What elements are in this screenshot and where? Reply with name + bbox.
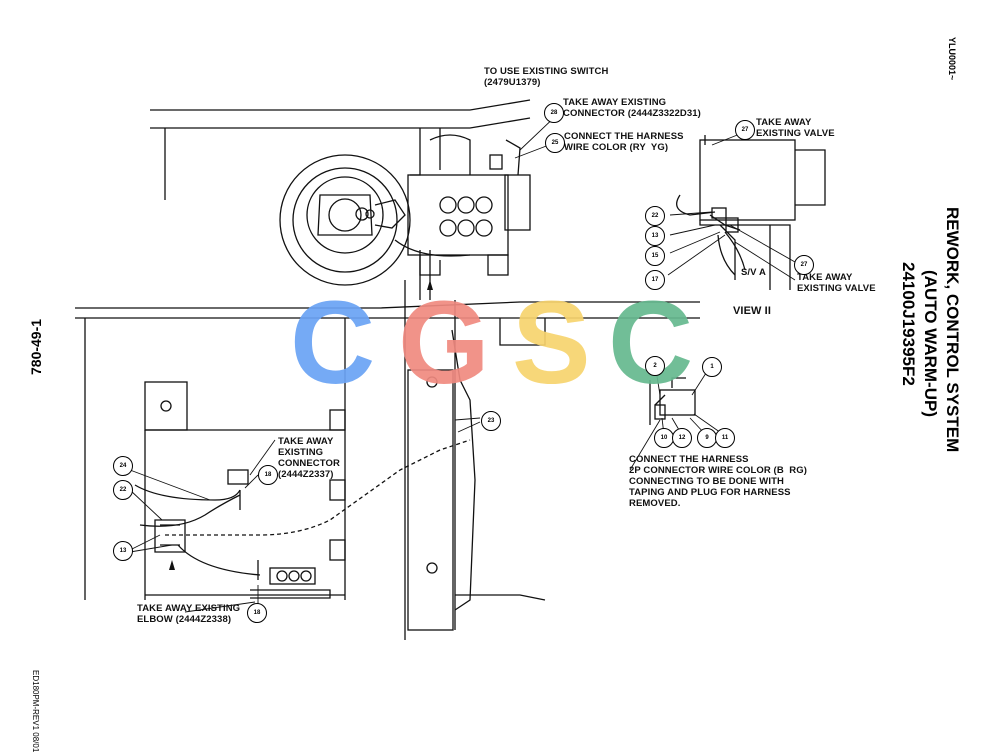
title-line-2: (AUTO WARM-UP) bbox=[921, 270, 940, 417]
callout-25-top: 25 bbox=[545, 133, 565, 153]
title-line-1: REWORK, CONTROL SYSTEM bbox=[943, 207, 962, 453]
callout-15: 15 bbox=[645, 246, 665, 266]
callout-27-bottom: 27 bbox=[794, 255, 814, 275]
callout-24: 24 bbox=[113, 456, 133, 476]
note-take-away-connector-top: TAKE AWAY EXISTING CONNECTOR (2444Z3322D… bbox=[563, 97, 701, 119]
hose-routing bbox=[134, 439, 471, 580]
callout-22-view: 22 bbox=[645, 206, 665, 226]
callout-2: 2 bbox=[645, 356, 665, 376]
callout-11: 11 bbox=[715, 428, 735, 448]
watermark-letter-s: S bbox=[512, 285, 591, 395]
flow-arrows bbox=[169, 280, 433, 570]
note-take-away-valve-top: TAKE AWAY EXISTING VALVE bbox=[756, 117, 835, 139]
note-sv-a: S/V A bbox=[741, 267, 766, 278]
note-connect-harness-top: CONNECT THE HARNESS WIRE COLOR (RY YG) bbox=[564, 131, 684, 153]
callout-27-top: 27 bbox=[735, 120, 755, 140]
callout-13-lower: 13 bbox=[113, 541, 133, 561]
callout-23: 23 bbox=[481, 411, 501, 431]
view-label: VIEW II bbox=[733, 305, 771, 317]
callout-18-bottom: 18 bbox=[247, 603, 267, 623]
title-line-3: 24100J19395F2 bbox=[899, 262, 918, 386]
note-connect-harness-2p: CONNECT THE HARNESS 2P CONNECTOR WIRE CO… bbox=[629, 454, 807, 509]
connector-detail bbox=[649, 377, 696, 425]
page-code: YLU0001~ bbox=[947, 37, 957, 81]
callout-13-view: 13 bbox=[645, 226, 665, 246]
note-use-existing-switch: TO USE EXISTING SWITCH (2479U1379) bbox=[484, 66, 609, 88]
motor-assembly bbox=[279, 154, 411, 286]
callout-9: 9 bbox=[697, 428, 717, 448]
valve-block-top bbox=[394, 134, 531, 276]
watermark-letter-g: G bbox=[398, 285, 490, 395]
watermark-letter-c1: C bbox=[290, 285, 375, 395]
footer-code: ED180PM-REV1 08/01 bbox=[31, 670, 40, 752]
watermark-letter-c2: C bbox=[608, 285, 693, 395]
callout-17: 17 bbox=[645, 270, 665, 290]
upper-frame bbox=[150, 99, 531, 200]
callout-18-mid: 18 bbox=[258, 465, 278, 485]
callout-28: 28 bbox=[544, 103, 564, 123]
callout-12: 12 bbox=[672, 428, 692, 448]
note-take-away-connector-mid: TAKE AWAY EXISTING CONNECTOR (2444Z2337) bbox=[278, 436, 340, 480]
cgsc-watermark: C G S C bbox=[290, 285, 693, 395]
page-number: 780-49-1 bbox=[28, 318, 44, 375]
note-take-away-elbow: TAKE AWAY EXISTING ELBOW (2444Z2338) bbox=[137, 603, 241, 625]
note-take-away-valve-bottom: TAKE AWAY EXISTING VALVE bbox=[797, 272, 876, 294]
callout-1: 1 bbox=[702, 357, 722, 377]
callout-22-lower: 22 bbox=[113, 480, 133, 500]
schematic-drawing bbox=[75, 99, 826, 640]
lower-box bbox=[144, 381, 345, 600]
callout-10: 10 bbox=[654, 428, 674, 448]
middle-frame bbox=[75, 250, 700, 640]
